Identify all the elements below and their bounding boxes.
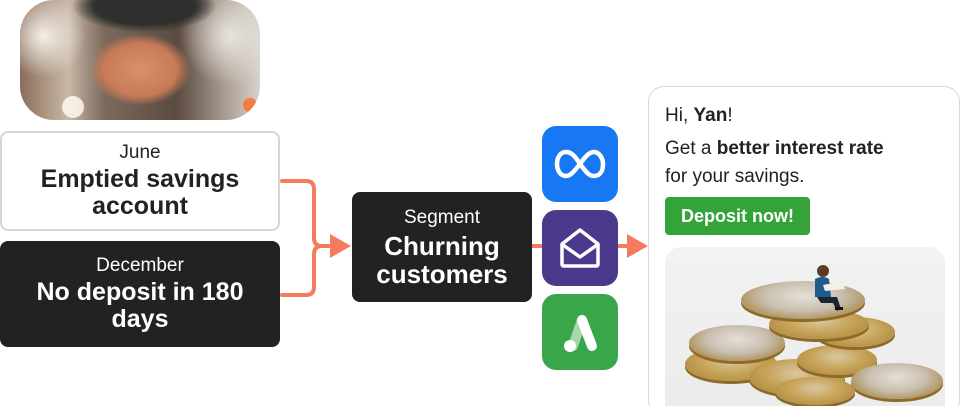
google-ads-icon	[564, 315, 597, 352]
coins-image	[665, 247, 945, 406]
channel-email[interactable]	[542, 210, 618, 286]
channel-google-ads[interactable]	[542, 294, 618, 370]
deposit-now-button[interactable]: Deposit now!	[665, 197, 810, 235]
customer-name: Yan	[693, 105, 728, 126]
connector-december	[280, 244, 324, 297]
event-month: June	[119, 142, 161, 163]
event-box-june: June Emptied savings account	[0, 131, 280, 231]
connector-june	[280, 179, 334, 248]
event-box-december: December No deposit in 180 days	[0, 241, 280, 347]
status-dot	[243, 98, 257, 112]
greeting-suffix: !	[727, 105, 733, 126]
miniature-man-figure	[815, 265, 845, 311]
message-preview-card: Hi, Yan! Get a better interest rate for …	[648, 86, 960, 406]
segment-label: Segment	[403, 206, 481, 228]
meta-infinity-icon	[554, 149, 606, 179]
customer-photo	[20, 0, 260, 120]
arrow-head-to-segment	[330, 234, 351, 258]
segment-name: Churning customers	[376, 230, 508, 289]
offer-prefix: Get a	[665, 138, 717, 159]
open-envelope-icon	[560, 228, 600, 268]
arrow-head-to-message	[627, 234, 648, 258]
segment-box: Segment Churning customers	[352, 192, 532, 302]
greeting: Hi, Yan!	[665, 105, 943, 127]
photo-bokeh	[62, 96, 84, 118]
event-description: Emptied savings account	[40, 165, 240, 220]
offer-suffix: for your savings.	[665, 166, 805, 187]
event-description: No deposit in 180 days	[36, 278, 244, 333]
offer-text: Get a better interest rate for your savi…	[665, 135, 943, 191]
offer-highlight: better interest rate	[716, 138, 884, 159]
channel-meta[interactable]	[542, 126, 618, 202]
event-month: December	[96, 255, 184, 276]
greeting-prefix: Hi,	[665, 105, 694, 126]
